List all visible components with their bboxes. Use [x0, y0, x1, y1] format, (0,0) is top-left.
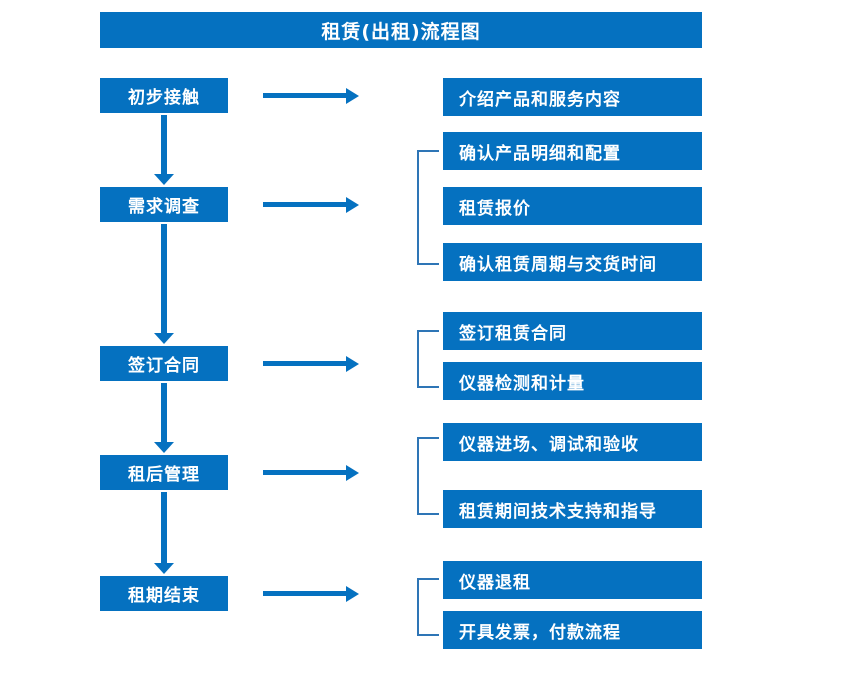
- detail-arrow-3: [263, 356, 359, 372]
- detail-box-10[interactable]: 开具发票，付款流程: [443, 611, 702, 649]
- stage-box-3[interactable]: 签订合同: [100, 346, 228, 381]
- detail-box-3[interactable]: 租赁报价: [443, 187, 702, 225]
- stage-box-2[interactable]: 需求调查: [100, 187, 228, 222]
- detail-arrow-1: [263, 88, 359, 104]
- group-bracket-requirements: [417, 150, 439, 265]
- detail-box-6[interactable]: 仪器检测和计量: [443, 362, 702, 400]
- stage-box-1[interactable]: 初步接触: [100, 78, 228, 113]
- detail-box-4[interactable]: 确认租赁周期与交货时间: [443, 243, 702, 281]
- group-bracket-end: [417, 578, 439, 636]
- stage-connector-arrow-1-2: [154, 115, 174, 185]
- stage-box-5[interactable]: 租期结束: [100, 576, 228, 611]
- detail-arrow-4: [263, 465, 359, 481]
- detail-arrow-2: [263, 197, 359, 213]
- stage-connector-arrow-2-3: [154, 224, 174, 344]
- stage-connector-arrow-3-4: [154, 383, 174, 453]
- detail-box-1[interactable]: 介绍产品和服务内容: [443, 78, 702, 116]
- stage-box-4[interactable]: 租后管理: [100, 455, 228, 490]
- group-bracket-contract: [417, 330, 439, 388]
- group-bracket-management: [417, 437, 439, 515]
- detail-box-8[interactable]: 租赁期间技术支持和指导: [443, 490, 702, 528]
- detail-box-9[interactable]: 仪器退租: [443, 561, 702, 599]
- detail-arrow-5: [263, 586, 359, 602]
- detail-box-5[interactable]: 签订租赁合同: [443, 312, 702, 350]
- detail-box-7[interactable]: 仪器进场、调试和验收: [443, 423, 702, 461]
- diagram-title: 租赁(出租)流程图: [100, 12, 702, 48]
- detail-box-2[interactable]: 确认产品明细和配置: [443, 132, 702, 170]
- stage-connector-arrow-4-5: [154, 492, 174, 574]
